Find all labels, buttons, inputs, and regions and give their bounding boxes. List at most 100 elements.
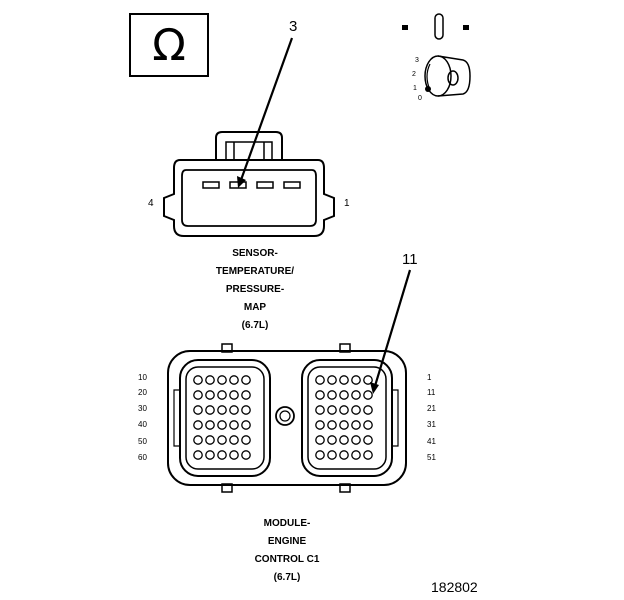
- sensor-label-line-4: MAP: [244, 302, 267, 313]
- ecm-pin-hole-left-r5-c3: [217, 435, 227, 445]
- sensor-callout-number: 3: [289, 18, 297, 35]
- ohm-symbol: Ω: [152, 20, 186, 71]
- ecm-pin-hole-left-r6-c5: [241, 450, 251, 460]
- ecm-pin-hole-right-r1-c4: [351, 375, 361, 385]
- sensor-terminal-2: [256, 181, 274, 189]
- sensor-label-line-3: PRESSURE-: [226, 284, 284, 295]
- ecm-pin-hole-right-r3-c3: [339, 405, 349, 415]
- ignition-switch-icon: 0 1 2 3: [402, 13, 471, 102]
- ecm-pin-hole-left-r4-c3: [217, 420, 227, 430]
- ecm-pin-hole-right-r1-c3: [339, 375, 349, 385]
- ecm-pin-hole-left-r6-c2: [205, 450, 215, 460]
- sensor-pin-right-number: 1: [344, 198, 350, 209]
- ecm-center-post: [275, 406, 295, 426]
- ecm-pin-hole-left-r4-c2: [205, 420, 215, 430]
- ecm-pin-hole-left-r6-c3: [217, 450, 227, 460]
- ecm-pin-hole-right-r1-c5: [363, 375, 373, 385]
- ecm-pin-hole-right-r4-c5: [363, 420, 373, 430]
- ecm-pin-hole-left-r1-c5: [241, 375, 251, 385]
- ecm-pin-hole-right-r5-c1: [315, 435, 325, 445]
- ecm-pin-hole-right-r4-c2: [327, 420, 337, 430]
- ecm-right-row-1: 1: [427, 373, 432, 382]
- ecm-pin-hole-left-r3-c1: [193, 405, 203, 415]
- ecm-pin-hole-left-r6-c4: [229, 450, 239, 460]
- ecm-pin-hole-right-r6-c5: [363, 450, 373, 460]
- ecm-callout-arrow: [373, 269, 412, 387]
- ecm-pin-hole-left-r2-c4: [229, 390, 239, 400]
- ecm-pin-hole-left-r5-c5: [241, 435, 251, 445]
- ecm-right-row-4: 31: [427, 420, 436, 429]
- ecm-pin-hole-left-r3-c2: [205, 405, 215, 415]
- ecm-pin-hole-left-r5-c1: [193, 435, 203, 445]
- ecm-pin-hole-left-r5-c2: [205, 435, 215, 445]
- ecm-pin-hole-right-r6-c2: [327, 450, 337, 460]
- key-position-3: 3: [415, 57, 419, 64]
- figure-number: 182802: [431, 579, 478, 595]
- ecm-pin-hole-left-r1-c4: [229, 375, 239, 385]
- ecm-pin-hole-right-r6-c3: [339, 450, 349, 460]
- ecm-connector: 10 20 30 40 50 60 1 11 21 31 41 51 11: [138, 251, 436, 493]
- ecm-pin-hole-right-r2-c2: [327, 390, 337, 400]
- ecm-pin-hole-left-r3-c4: [229, 405, 239, 415]
- ecm-pin-hole-right-r4-c3: [339, 420, 349, 430]
- ecm-label-line-1: MODULE-: [264, 518, 311, 529]
- ecm-left-row-4: 40: [138, 420, 147, 429]
- ecm-pin-hole-left-r2-c2: [205, 390, 215, 400]
- ecm-label-line-2: ENGINE: [268, 536, 307, 547]
- ecm-left-row-2: 20: [138, 388, 147, 397]
- ecm-pin-hole-right-r3-c1: [315, 405, 325, 415]
- ecm-pin-hole-right-r5-c2: [327, 435, 337, 445]
- ecm-pin-hole-left-r1-c1: [193, 375, 203, 385]
- ecm-pin-hole-right-r4-c1: [315, 420, 325, 430]
- ecm-pin-hole-left-r5-c4: [229, 435, 239, 445]
- ecm-pin-hole-right-r5-c5: [363, 435, 373, 445]
- ecm-pin-hole-left-r6-c1: [193, 450, 203, 460]
- ecm-label-line-4: (6.7L): [274, 572, 301, 583]
- ecm-left-row-6: 60: [138, 453, 147, 462]
- ecm-pin-hole-right-r4-c4: [351, 420, 361, 430]
- sensor-pin-left-number: 4: [148, 198, 154, 209]
- sensor-terminal-4: [202, 181, 220, 189]
- ecm-callout-number: 11: [402, 251, 418, 268]
- ecm-pin-hole-left-r4-c1: [193, 420, 203, 430]
- ecm-pin-hole-right-r2-c4: [351, 390, 361, 400]
- ecm-label-line-3: CONTROL C1: [255, 554, 320, 565]
- ecm-right-cavity: [301, 359, 399, 477]
- ecm-pin-hole-right-r2-c3: [339, 390, 349, 400]
- ecm-right-row-2: 11: [427, 388, 436, 397]
- ecm-right-row-6: 51: [427, 453, 436, 462]
- ecm-pin-hole-left-r1-c2: [205, 375, 215, 385]
- sensor-terminal-1: [283, 181, 301, 189]
- sensor-label-line-1: SENSOR-: [232, 248, 278, 259]
- ecm-pin-hole-left-r4-c4: [229, 420, 239, 430]
- ecm-pin-hole-right-r3-c2: [327, 405, 337, 415]
- ecm-pin-hole-left-r1-c3: [217, 375, 227, 385]
- ecm-pin-hole-right-r2-c5: [363, 390, 373, 400]
- ecm-left-row-3: 30: [138, 404, 147, 413]
- ecm-left-row-5: 50: [138, 437, 147, 446]
- ecm-pin-hole-right-r3-c4: [351, 405, 361, 415]
- key-position-2: 2: [412, 71, 416, 78]
- ohmmeter-icon: Ω: [129, 13, 209, 77]
- sensor-callout-arrow: [239, 37, 294, 181]
- key-position-1: 1: [413, 85, 417, 92]
- key-position-0: 0: [418, 95, 422, 102]
- ecm-pin-hole-right-r2-c1: [315, 390, 325, 400]
- ecm-pin-hole-right-r1-c1: [315, 375, 325, 385]
- sensor-label-line-5: (6.7L): [242, 320, 269, 331]
- ecm-right-row-5: 41: [427, 437, 436, 446]
- ecm-pin-hole-right-r5-c4: [351, 435, 361, 445]
- ecm-pin-hole-left-r2-c5: [241, 390, 251, 400]
- ecm-pin-hole-right-r3-c5: [363, 405, 373, 415]
- ecm-right-row-3: 21: [427, 404, 436, 413]
- ecm-pin-hole-right-r6-c4: [351, 450, 361, 460]
- ecm-pin-hole-left-r3-c3: [217, 405, 227, 415]
- ecm-pin-hole-right-r5-c3: [339, 435, 349, 445]
- ecm-pin-hole-left-r4-c5: [241, 420, 251, 430]
- sensor-connector: 4 1 3: [148, 18, 350, 237]
- ecm-pin-hole-left-r2-c3: [217, 390, 227, 400]
- ecm-pin-hole-left-r2-c1: [193, 390, 203, 400]
- ecm-pin-hole-right-r6-c1: [315, 450, 325, 460]
- sensor-label-line-2: TEMPERATURE/: [216, 266, 294, 277]
